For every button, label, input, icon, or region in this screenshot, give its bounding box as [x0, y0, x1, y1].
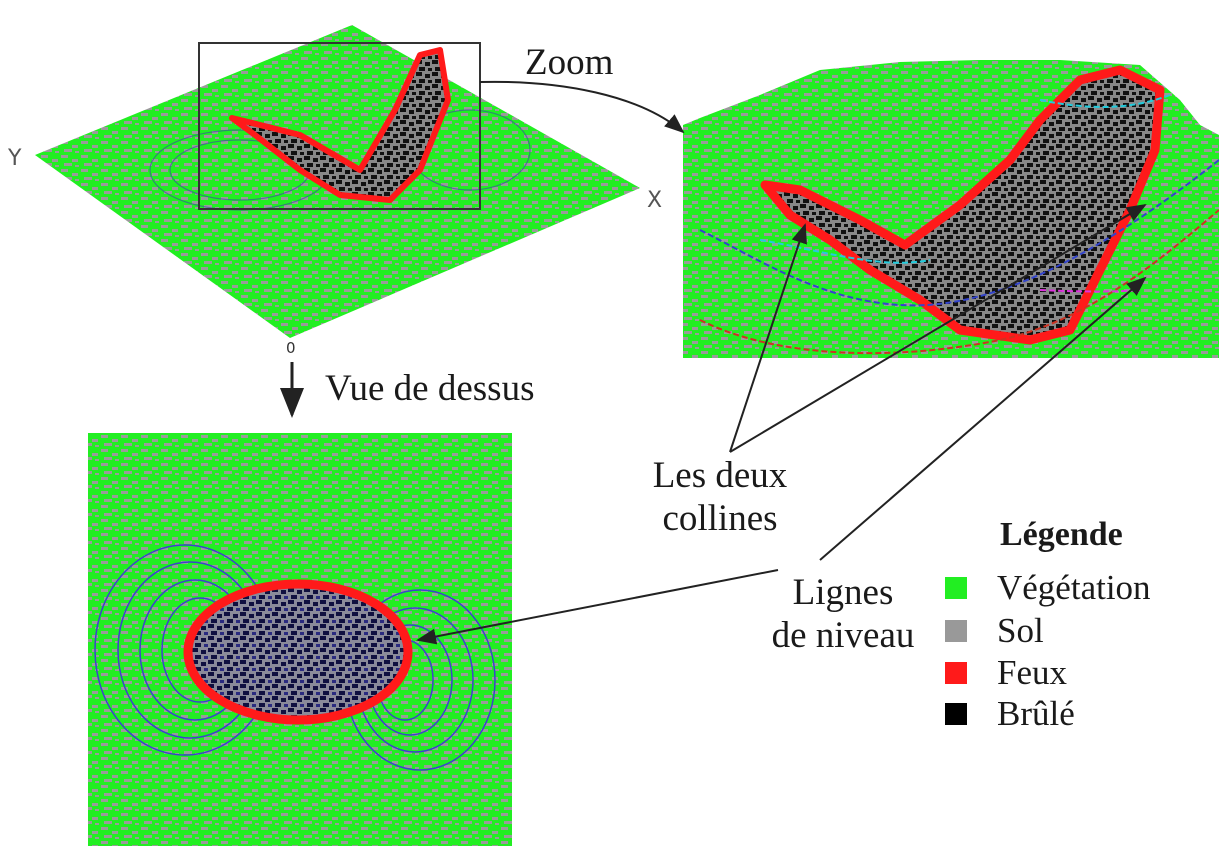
contour-line2: de niveau [771, 614, 915, 656]
legend-title: Légende [1000, 516, 1123, 553]
legend-item-soil: Sol [945, 611, 1044, 651]
contour-line1: Lignes [792, 572, 894, 613]
zoom-frame [198, 42, 481, 210]
legend-item-burnt: Brûlé [945, 694, 1075, 734]
hill-arrow-2 [729, 203, 1147, 453]
arrows [280, 80, 1147, 645]
y-axis-label: Y [8, 146, 22, 171]
legend-label: Végétation [997, 568, 1151, 607]
hill-arrow-1 [729, 223, 807, 453]
contour-arrow-zoom [819, 276, 1147, 561]
zoom-label: Zoom [525, 42, 614, 83]
soil-swatch [945, 620, 967, 642]
top-view [88, 433, 512, 846]
x-axis-label: X [647, 188, 663, 213]
legend-item-vegetation: Végétation [945, 568, 1151, 608]
zoom-view [683, 60, 1219, 358]
two-hills-line2: collines [662, 497, 778, 539]
surface-3d [35, 25, 640, 338]
contour-arrow-top [416, 569, 779, 645]
legend-label: Sol [997, 611, 1044, 650]
burnt-swatch [945, 703, 967, 725]
two-hills-label: Les deux collines [640, 455, 800, 540]
two-hills-line1: Les deux [652, 455, 788, 496]
top-view-label: Vue de dessus [325, 368, 535, 409]
origin-label: 0 [286, 339, 296, 357]
legend-label: Brûlé [997, 694, 1075, 733]
zoom-arrow [479, 80, 685, 134]
legend-item-fire: Feux [945, 653, 1067, 693]
fire-swatch [945, 662, 967, 684]
vegetation-swatch [945, 577, 967, 599]
legend-label: Feux [997, 653, 1067, 692]
contour-lines-label: Lignes de niveau [758, 572, 928, 657]
